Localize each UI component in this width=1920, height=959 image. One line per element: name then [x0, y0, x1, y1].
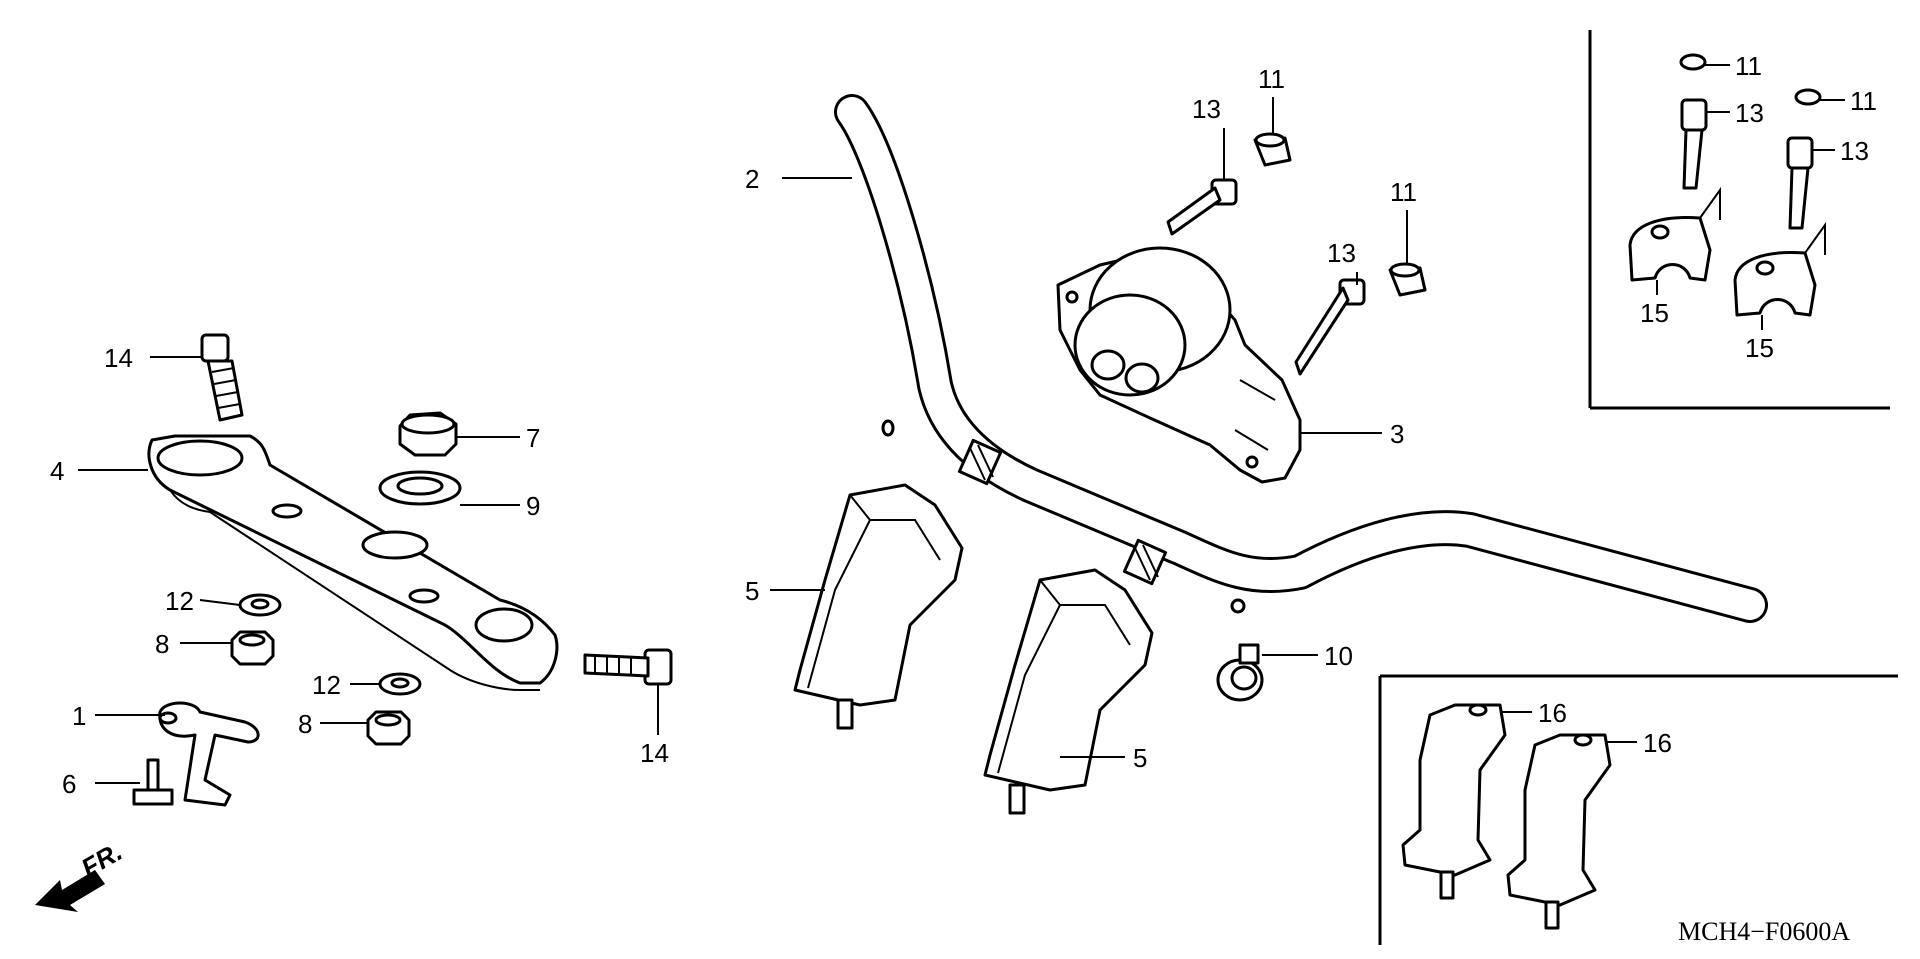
callout-11b: 11 — [1390, 177, 1417, 207]
riser-16a — [1401, 703, 1507, 900]
callout-13d: 13 — [1840, 136, 1869, 166]
callout-15b: 15 — [1745, 333, 1774, 363]
handlebar — [834, 94, 1768, 623]
callout-11d: 11 — [1850, 86, 1877, 116]
bolt-13a — [1166, 178, 1238, 236]
callout-1: 1 — [72, 701, 86, 731]
callout-3: 3 — [1390, 419, 1404, 449]
bolt-13b — [1294, 278, 1366, 376]
bolt-13c — [1680, 98, 1708, 190]
riser-16b — [1506, 733, 1612, 930]
riser-right — [983, 568, 1154, 815]
callout-13c: 13 — [1735, 98, 1764, 128]
steering-nut — [398, 411, 458, 457]
cap-11d — [1794, 88, 1822, 106]
cap-11b — [1388, 262, 1427, 297]
callout-14b: 14 — [640, 738, 669, 768]
cap-11c — [1679, 53, 1707, 71]
callout-8b: 8 — [298, 709, 312, 739]
clamp-15b — [1733, 221, 1826, 317]
bolt-6 — [132, 758, 174, 806]
inset-frame-clamps — [1588, 30, 1890, 410]
bolt-14b — [583, 648, 673, 686]
top-bridge — [147, 434, 559, 691]
callout-6: 6 — [62, 769, 76, 799]
nut-8b — [366, 710, 411, 746]
clip-10 — [1216, 643, 1264, 702]
riser-left — [793, 483, 964, 730]
callout-13a: 13 — [1192, 94, 1221, 124]
washer-12a — [238, 593, 282, 617]
callout-11a: 11 — [1258, 64, 1285, 94]
callout-10: 10 — [1324, 641, 1353, 671]
callout-16b: 16 — [1643, 728, 1672, 758]
callout-15a: 15 — [1640, 298, 1669, 328]
callout-5b: 5 — [1133, 743, 1147, 773]
clamp-15a — [1628, 186, 1721, 282]
callout-9: 9 — [526, 491, 540, 521]
callouts: 2 3 4 5 5 1 6 7 8 8 9 10 11 13 11 13 11 … — [50, 51, 1877, 799]
callout-12b: 12 — [312, 670, 341, 700]
callout-2: 2 — [745, 164, 759, 194]
front-direction-label: FR. — [76, 836, 127, 883]
callout-7: 7 — [526, 423, 540, 453]
inset-frame-risers — [1378, 674, 1898, 945]
front-direction-arrow: FR. — [35, 836, 127, 912]
bolt-13d — [1786, 136, 1814, 230]
callout-4: 4 — [50, 456, 64, 486]
callout-8a: 8 — [155, 629, 169, 659]
washer-12b — [378, 672, 422, 696]
callout-14a: 14 — [104, 343, 133, 373]
callout-12a: 12 — [165, 586, 194, 616]
washer-9 — [378, 470, 462, 506]
cap-11a — [1253, 132, 1292, 167]
diagram-code: MCH4−F0600A — [1678, 917, 1850, 946]
leader-lines — [78, 64, 1845, 784]
callout-13b: 13 — [1327, 238, 1356, 268]
callout-11c: 11 — [1735, 51, 1762, 81]
nut-8a — [230, 630, 275, 666]
callout-16a: 16 — [1538, 698, 1567, 728]
wire-clamp — [158, 701, 260, 807]
bolt-14a — [200, 333, 244, 422]
upper-holder — [1056, 246, 1302, 484]
callout-5a: 5 — [745, 576, 759, 606]
